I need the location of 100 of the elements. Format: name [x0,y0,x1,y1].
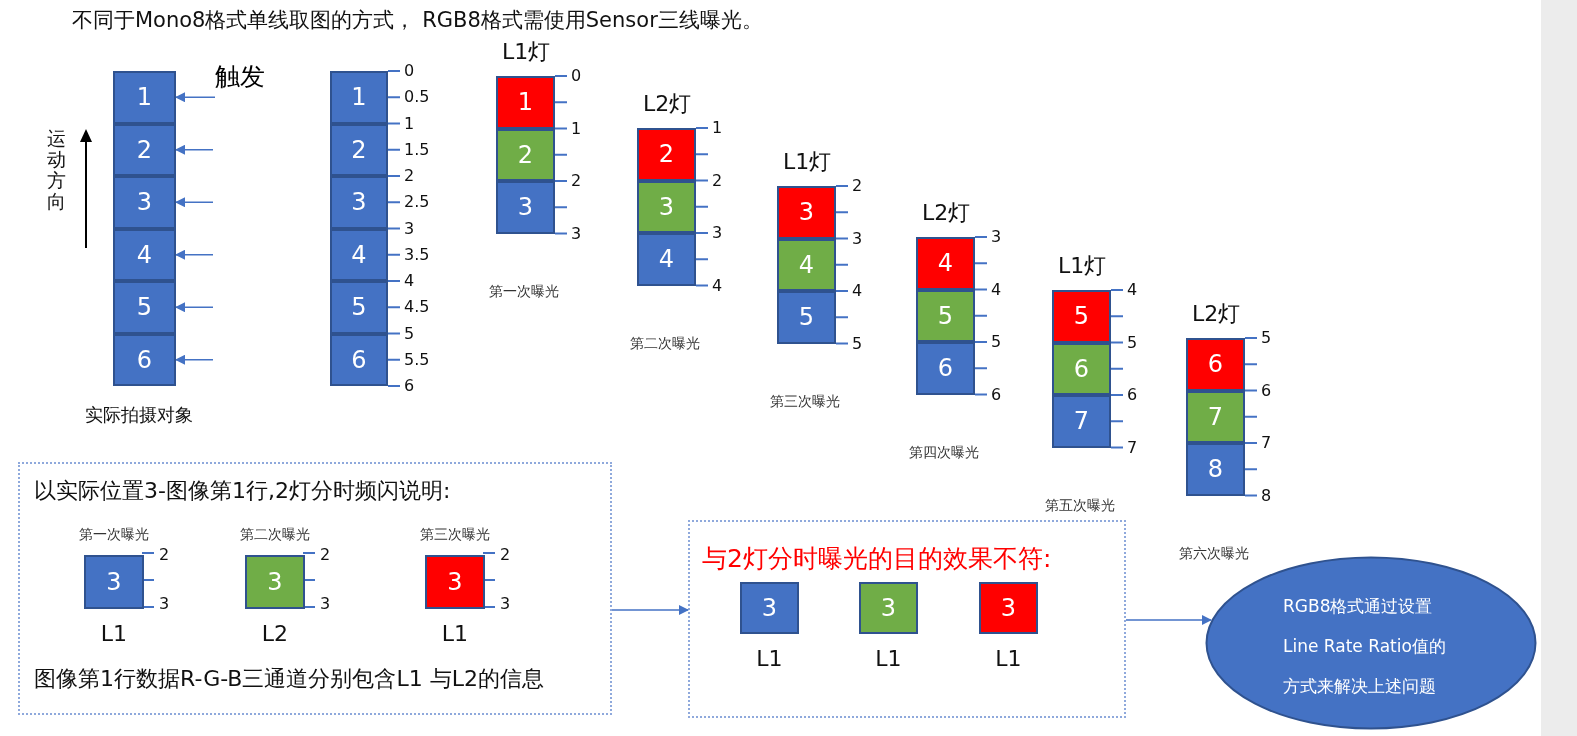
tick-value: 2 [320,545,331,565]
trigger-label: 触发 [215,60,267,104]
pixel-block: 4 [777,238,836,291]
pixel-block: 5 [1052,290,1111,343]
tick-value: 2 [712,170,723,191]
tick-value: 3 [852,228,863,249]
tick-value: 1 [571,118,582,139]
exposure-caption: 第一次曝光 [489,281,559,300]
tick-value: 3.5 [404,244,430,265]
tick-value: 2 [571,171,582,191]
pixel-block: 3 [330,176,388,229]
pixel-block: 4 [330,228,388,281]
pixel-block: 4 [637,233,696,286]
exposure-caption: 第三次曝光 [420,525,490,543]
tick-value: 3 [500,594,511,614]
pixel-block: 7 [1186,390,1245,443]
light-heading: L1灯 [1058,252,1107,280]
light-heading: L1灯 [502,38,551,66]
tick-value: 7 [1261,433,1272,453]
tick-value: 3 [991,227,1002,247]
pixel-block: 5 [113,281,176,334]
tick-value: 2 [500,545,511,565]
exposure-caption: 第二次曝光 [630,333,700,352]
light-heading: L2灯 [1192,300,1241,328]
tick-value: 2 [852,176,863,196]
pixel-block: 3 [84,555,144,609]
pixel-block: 3 [425,555,485,609]
arrow [175,144,214,155]
pixel-block: 1 [496,76,555,129]
pixel-block: 2 [637,128,696,181]
exposure-caption: 第二次曝光 [240,525,310,543]
arrow [175,354,214,365]
tick-value: 5 [991,332,1002,352]
tick-value: 6 [1127,385,1138,405]
tick-value: 0 [404,61,415,81]
tick-value: 0.5 [404,87,430,108]
exposure-caption: 第一次曝光 [79,525,149,543]
tick-value: 6 [404,376,415,396]
tick-value: 5 [404,323,415,344]
ellipse-text: RGB8格式通过设置Line Rate Ratio值的方式来解决上述问题 [1283,595,1447,698]
tick-value: 4.5 [404,297,430,318]
pixel-block: 3 [740,582,799,634]
light-label: L1 [875,646,902,671]
direction-label: 运动方向 [47,128,66,212]
pixel-block: 6 [1052,342,1111,395]
pixel-block: 2 [496,128,555,181]
tick-value: 4 [991,279,1002,300]
light-heading: L2灯 [643,90,692,118]
pixel-block: 6 [916,342,975,395]
tick-value: 6 [991,384,1002,405]
panel-note: 图像第1行数据R-G-B三通道分别包含L1 与L2的信息 [34,665,544,693]
arrow [611,605,689,615]
tick-value: 5.5 [404,349,430,370]
exposure-caption: 第六次曝光 [1179,543,1249,562]
tick-value: 1 [404,113,415,134]
light-heading: L2灯 [922,199,971,227]
pixel-block: 3 [496,181,555,234]
pixel-block: 3 [637,180,696,233]
pixel-block: 7 [1052,395,1111,448]
tick-value: 3 [571,223,582,244]
tick-value: 3 [159,594,170,614]
pixel-block: 1 [113,71,176,124]
pixel-block: 4 [916,237,975,290]
light-label: L1 [100,621,128,646]
object-caption: 实际拍摄对象 [85,403,193,427]
tick-value: 2 [404,166,415,186]
pixel-block: 3 [979,582,1038,634]
exposure-caption: 第三次曝光 [770,391,840,410]
pixel-block: 8 [1186,443,1245,496]
tick-value: 5 [852,333,863,354]
arrow [175,302,214,313]
light-label: L2 [261,621,289,646]
pixel-block: 6 [1186,338,1245,391]
pixel-block: 3 [113,176,176,229]
arrow [175,249,214,260]
pixel-block: 5 [777,291,836,344]
light-label: L1 [995,646,1022,671]
tick-value: 3 [712,223,723,243]
pixel-block: 3 [859,582,918,634]
note-panel [688,520,1126,718]
tick-value: 5 [1127,332,1138,353]
tick-value: 3 [404,218,415,239]
tick-value: 7 [1127,437,1138,458]
arrow [175,197,214,208]
tick-value: 2.5 [404,192,430,213]
tick-value: 6 [1261,380,1272,401]
pixel-block: 2 [330,123,388,176]
panel-heading: 与2灯分时曝光的目的效果不符: [702,543,1052,575]
pixel-block: 6 [113,333,176,386]
arrow [1125,615,1212,625]
tick-value: 1.5 [404,139,430,160]
pixel-block: 3 [777,186,836,239]
tick-value: 8 [1261,485,1272,506]
pixel-block: 5 [330,281,388,334]
slide-title: 不同于Mono8格式单线取图的方式， RGB8格式需使用Sensor三线曝光。 [72,7,763,34]
tick-value: 1 [712,118,723,138]
tick-value: 4 [852,281,863,301]
light-label: L1 [756,646,783,671]
exposure-caption: 第四次曝光 [909,442,979,461]
tick-value: 0 [571,66,582,86]
